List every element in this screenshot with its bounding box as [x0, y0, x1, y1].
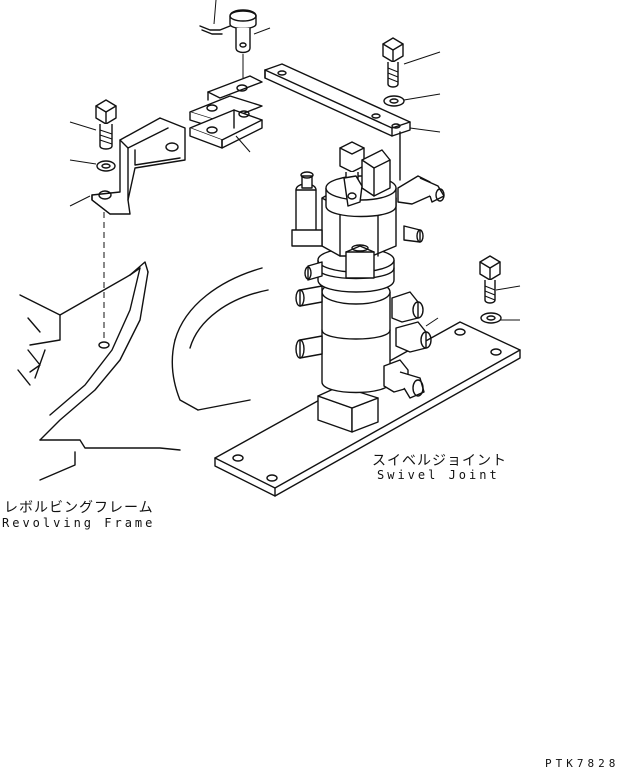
drawing-code: PTK7828	[545, 757, 620, 770]
washer	[383, 95, 405, 107]
swivel-joint-label-en: Swivel Joint	[377, 468, 500, 482]
bolt	[479, 255, 501, 304]
swivel-joint	[291, 141, 445, 433]
swivel-joint-label-jp: スイベルジョイント	[372, 453, 507, 469]
revolving-frame-label-en: Revolving Frame	[2, 516, 156, 530]
leader-lines	[69, 27, 521, 327]
bolt	[95, 99, 117, 150]
cotter-pin	[199, 0, 231, 35]
revolving-frame-label-jp: レボルビングフレーム	[4, 500, 154, 516]
washer	[96, 160, 116, 172]
angle-bracket	[91, 117, 186, 340]
clevis-pin	[229, 9, 257, 78]
revolving-frame	[17, 261, 269, 481]
washer	[480, 312, 502, 324]
bolt	[382, 37, 404, 88]
stopper-bar	[264, 63, 411, 181]
clevis-plate	[189, 75, 263, 149]
